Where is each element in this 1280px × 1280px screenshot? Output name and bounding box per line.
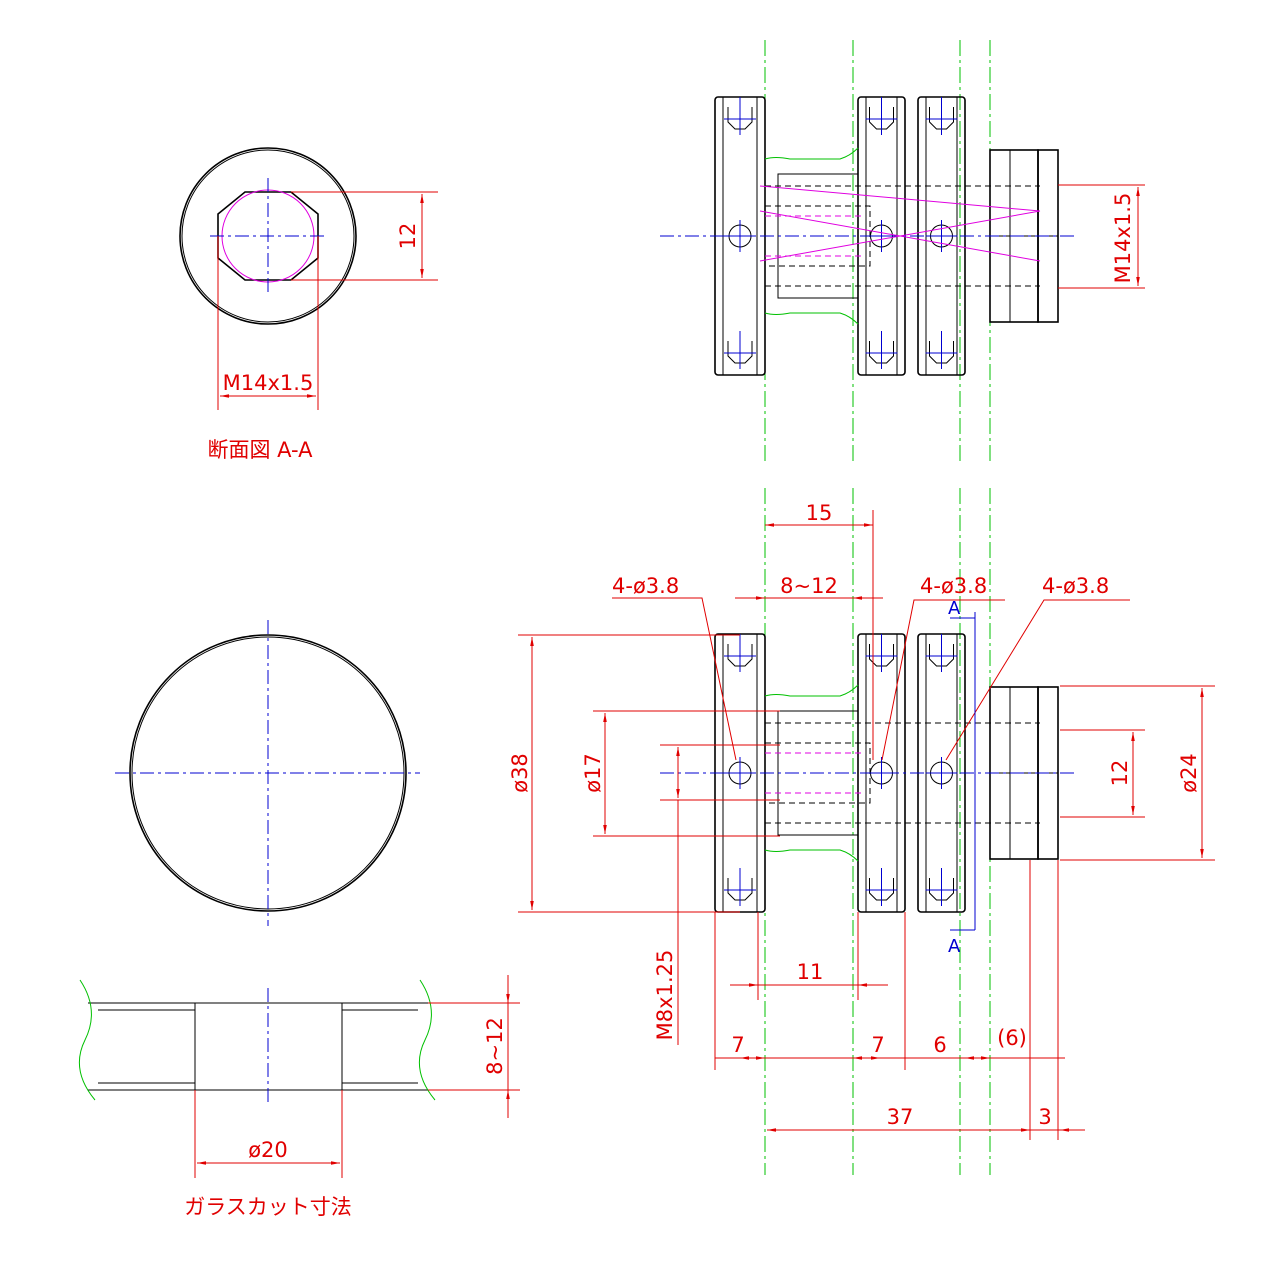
top-dim-thread-label: M14x1.5 bbox=[1111, 193, 1135, 284]
drawing-stroke bbox=[759, 185, 1041, 212]
side-view-bottom bbox=[660, 488, 1075, 1175]
dim-m8: M8x1.25 bbox=[653, 950, 677, 1041]
hole-label-right: 4-ø3.8 bbox=[1042, 574, 1109, 598]
glass-thickness-dim: 8~12 bbox=[483, 1017, 507, 1075]
dim-d38: ø38 bbox=[508, 753, 532, 793]
glass-d20-dim: ø20 bbox=[248, 1138, 288, 1162]
drawing-stroke bbox=[764, 849, 859, 862]
drawing-stroke bbox=[764, 684, 859, 697]
section-mark-bottom: A bbox=[948, 936, 961, 957]
section-title: 断面図 A-A bbox=[207, 438, 313, 462]
dim-7a: 7 bbox=[731, 1033, 744, 1057]
dim-d17: ø17 bbox=[581, 753, 605, 793]
dim-11: 11 bbox=[797, 960, 824, 984]
side-view-top bbox=[660, 40, 1075, 465]
dim-d24: ø24 bbox=[1177, 753, 1201, 793]
dim-3: 3 bbox=[1038, 1105, 1051, 1129]
dim-15: 15 bbox=[806, 501, 833, 525]
hole-label-left: 4-ø3.8 bbox=[612, 574, 679, 598]
section-mark-top: A bbox=[948, 598, 961, 619]
dim-8-12: 8~12 bbox=[780, 574, 838, 598]
dim-flat-label: 12 bbox=[396, 223, 420, 250]
dim-6-ref: (6) bbox=[997, 1026, 1027, 1050]
dim-6: 6 bbox=[933, 1033, 946, 1057]
glass-cut-title: ガラスカット寸法 bbox=[184, 1195, 352, 1219]
section-view-a-a: 12 M14x1.5 断面図 A-A bbox=[179, 147, 438, 462]
drawing-stroke bbox=[764, 147, 859, 160]
drawing-stroke bbox=[759, 210, 1041, 262]
plate-front-circle bbox=[115, 620, 420, 926]
dim-37: 37 bbox=[887, 1105, 914, 1129]
drawing-stroke bbox=[764, 312, 859, 325]
front-view-dimensions: 15 8~12 4-ø3.8 4-ø3.8 4-ø3.8 A A ø38 ø17… bbox=[508, 501, 1215, 1140]
dim-thread-label: M14x1.5 bbox=[223, 371, 314, 395]
dim-7b: 7 bbox=[871, 1033, 884, 1057]
glass-cut-view: 8~12 ø20 ガラスカット寸法 bbox=[78, 975, 520, 1219]
hole-label-mid: 4-ø3.8 bbox=[920, 574, 987, 598]
dim-12: 12 bbox=[1108, 760, 1132, 787]
